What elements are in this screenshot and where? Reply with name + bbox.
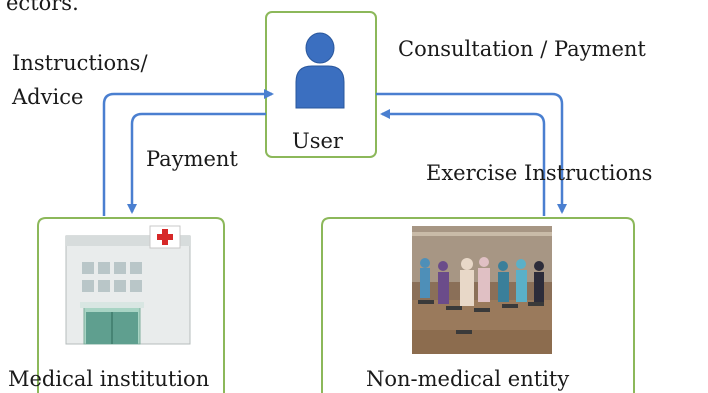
edge-label-exercise-instructions: Exercise Instructions <box>426 161 653 185</box>
person-icon <box>295 32 345 109</box>
edge-label-consultation-payment: Consultation / Payment <box>398 37 646 61</box>
arrow-consultation-payment <box>376 92 567 214</box>
edge-label-instructions: Instructions/ <box>12 51 148 75</box>
medical-node-label: Medical institution <box>8 367 210 391</box>
arrow-exercise-instructions <box>380 109 546 216</box>
edge-label-advice: Advice <box>12 85 84 109</box>
arrow-instructions-advice <box>102 89 274 216</box>
user-node-box <box>265 11 377 158</box>
exercise-class-photo <box>412 226 552 354</box>
user-node-label: User <box>292 129 343 153</box>
top-partial-text: ectors. <box>6 0 79 15</box>
nonmedical-node-box <box>321 217 635 393</box>
hospital-building-icon <box>65 225 191 345</box>
nonmedical-node-label: Non-medical entity <box>366 367 570 391</box>
edge-label-payment: Payment <box>146 147 238 171</box>
medical-node-box <box>37 217 225 393</box>
arrow-payment <box>127 112 266 214</box>
